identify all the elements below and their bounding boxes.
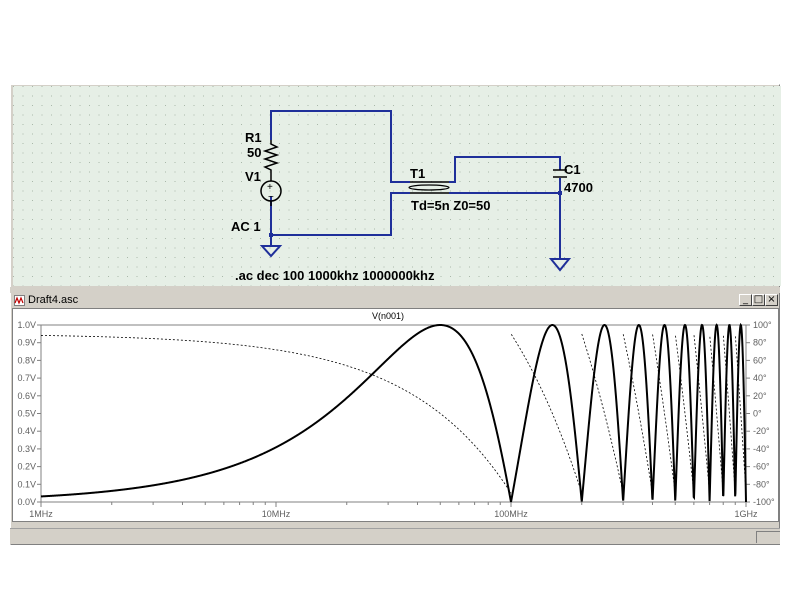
magnitude-trace (40, 322, 747, 503)
c1-value-label: 4700 (564, 180, 593, 195)
y2-tick-label: -40° (753, 444, 770, 454)
waveform-window-title: Draft4.asc (28, 294, 79, 306)
capacitor-c1-symbol[interactable] (553, 169, 567, 178)
y-tick-label: 0.1V (17, 479, 36, 489)
y2-tick-label: 0° (753, 409, 762, 419)
r1-value-label: 50 (247, 145, 261, 160)
svg-text:−: − (268, 192, 274, 203)
x-tick-label: 100MHz (494, 509, 528, 519)
close-button[interactable]: × (765, 294, 778, 306)
junction-dot (558, 191, 562, 195)
y-tick-label: 0.2V (17, 462, 36, 472)
phase-trace (40, 333, 747, 494)
x-tick-label: 1GHz (734, 509, 758, 519)
y-tick-label: 0.7V (17, 373, 36, 383)
v1-value-label: AC 1 (231, 219, 261, 234)
waveform-titlebar[interactable]: Draft4.asc _ □ × (12, 293, 779, 308)
y-tick-label: 0.3V (17, 444, 36, 454)
y2-tick-label: -100° (753, 497, 775, 507)
resize-grip-icon[interactable] (756, 531, 780, 543)
spice-directive[interactable]: .ac dec 100 1000khz 1000000khz (235, 268, 435, 283)
voltage-source-v1-symbol[interactable]: + − (260, 176, 282, 206)
y-tick-label: 0.0V (17, 497, 36, 507)
junction-dot (269, 233, 273, 237)
waveform-window[interactable]: Draft4.asc _ □ × V(n001) 1.0V 0.9V 0.8V 0.7… (12, 293, 779, 522)
t1-params-label: Td=5n Z0=50 (411, 198, 490, 213)
v1-name-label: V1 (245, 169, 261, 184)
trace-title[interactable]: V(n001) (372, 311, 404, 321)
y2-tick-label: -80° (753, 479, 770, 489)
c1-name-label: C1 (564, 162, 581, 177)
x-tick-label: 10MHz (262, 509, 291, 519)
waveform-app-icon (14, 295, 25, 306)
y2-tick-label: 20° (753, 391, 767, 401)
y2-tick-label: 40° (753, 373, 767, 383)
y-tick-label: 1.0V (17, 320, 36, 330)
y-tick-label: 0.8V (17, 355, 36, 365)
y-tick-label: 0.5V (17, 409, 36, 419)
status-bar (10, 528, 780, 544)
plot-frame (40, 324, 747, 503)
y2-tick-label: 100° (753, 320, 772, 330)
plot-area[interactable]: V(n001) 1.0V 0.9V 0.8V 0.7V 0.6V 0.5V 0.4V 0.3V… (12, 308, 779, 522)
x-tick-label: 1MHz (29, 509, 53, 519)
y2-tick-label: -60° (753, 462, 770, 472)
ground-icon (548, 258, 572, 272)
r1-name-label: R1 (245, 130, 262, 145)
restore-button[interactable]: □ (752, 294, 765, 306)
schematic-canvas[interactable]: R1 50 + − V1 AC 1 T1 Td=5n Z0=50 C1 4700… (13, 86, 781, 286)
resistor-r1-symbol[interactable] (262, 140, 280, 176)
ground-icon (259, 245, 283, 258)
y-tick-label: 0.9V (17, 338, 36, 348)
y2-tick-label: 60° (753, 355, 767, 365)
svg-text:+: + (267, 182, 273, 193)
bode-plot[interactable]: V(n001) 1.0V 0.9V 0.8V 0.7V 0.6V 0.5V 0.4V 0.3V… (13, 309, 778, 521)
minimize-button[interactable]: _ (739, 294, 752, 306)
y-tick-label: 0.4V (17, 426, 36, 436)
y2-tick-label: -20° (753, 426, 770, 436)
transmission-line-t1-symbol[interactable] (408, 181, 450, 194)
y2-tick-label: 80° (753, 338, 767, 348)
y-tick-label: 0.6V (17, 391, 36, 401)
t1-name-label: T1 (410, 166, 425, 181)
pane-splitter[interactable] (10, 287, 780, 293)
